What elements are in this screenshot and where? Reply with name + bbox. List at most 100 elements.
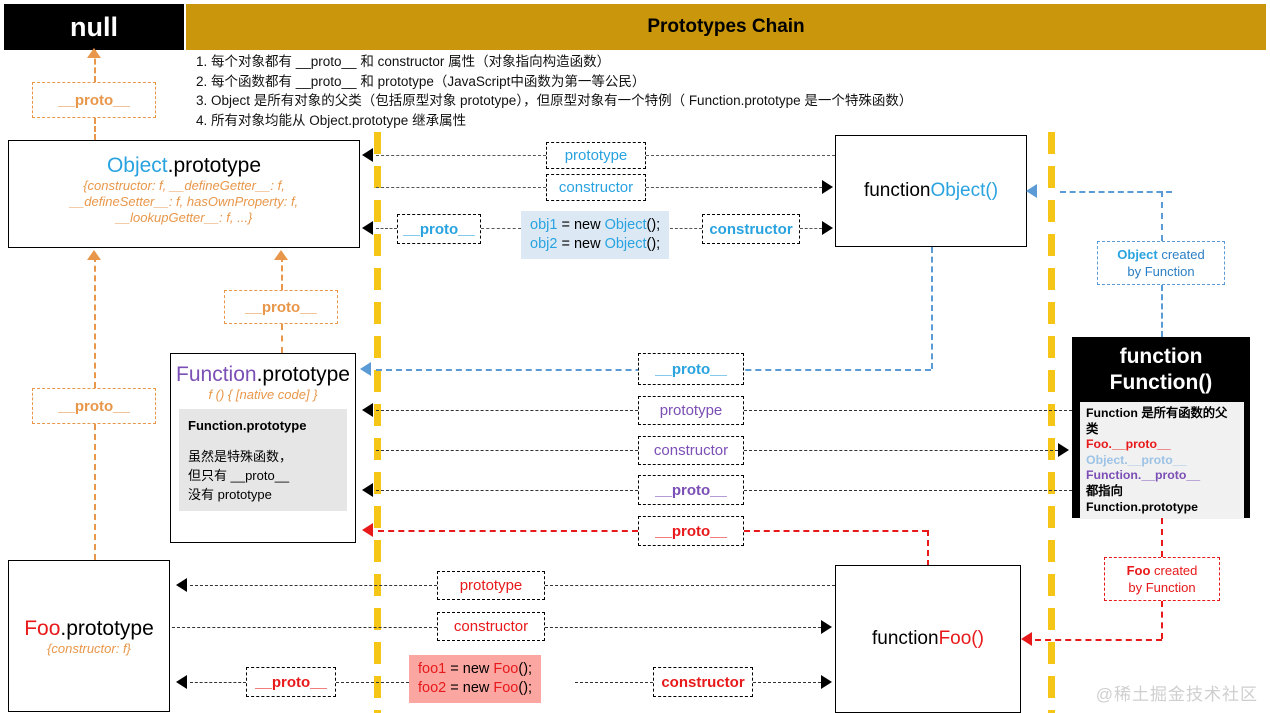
function-foo-prefix: function <box>872 628 939 649</box>
link-foo-prototype-right <box>545 585 835 586</box>
object-instances-code: obj1 = new Object(); obj2 = new Object()… <box>521 211 670 259</box>
label-function-prototype-text: prototype <box>659 402 723 419</box>
link-object-constructor-left <box>376 187 546 188</box>
object-prototype-title: Object.prototype <box>9 153 359 178</box>
label-foo-proto-text: __proto__ <box>255 673 327 691</box>
ff-line3: Object.__proto__ <box>1086 452 1187 467</box>
watermark: @稀土掘金技术社区 <box>1095 685 1258 704</box>
label-foo-instance-constructor-text: constructor <box>661 673 745 691</box>
proto-label-fooproto[interactable]: __proto__ <box>32 388 156 424</box>
function-function-body: Function 是所有函数的父类 Foo.__proto__ Object._… <box>1080 402 1244 520</box>
link-object-proto-b <box>481 228 521 229</box>
label-object-proto[interactable]: __proto__ <box>397 214 481 244</box>
proto-label-null-text: __proto__ <box>58 91 130 109</box>
arrow-function-constructor-right <box>1058 443 1069 457</box>
function-prototype-title: Function.prototype <box>171 354 355 387</box>
foo-instances-code: foo1 = new Foo(); foo2 = new Foo(); <box>409 655 542 703</box>
label-function-proto-blue[interactable]: __proto__ <box>638 353 744 385</box>
label-function-constructor-text: constructor <box>653 442 729 459</box>
link-function-constructor-right <box>744 450 1058 451</box>
label-object-constructor[interactable]: constructor <box>546 174 646 201</box>
link-object-prototype-left <box>376 155 546 156</box>
label-function-prototype[interactable]: prototype <box>638 396 744 425</box>
object-prototype-rest: .prototype <box>167 154 262 177</box>
link-object-created-v2 <box>1161 285 1163 337</box>
link-object-prototype-right <box>646 155 835 156</box>
object-prototype-detail-1: {constructor: f, __defineGetter__: f, <box>83 178 285 193</box>
function-object-box: function Object() <box>835 135 1027 247</box>
function-foo-accent: Foo() <box>938 628 984 649</box>
arrow-foo-instance-ctor <box>821 675 832 689</box>
arrow-function-prototype-blue <box>360 362 371 376</box>
foo-prototype-accent: Foo <box>24 616 61 640</box>
diagram-title-bar: Prototypes Chain <box>186 4 1266 50</box>
object-prototype-accent: Object <box>106 154 168 177</box>
link-object-proto-func-v <box>931 247 933 369</box>
label-foo-prototype-text: prototype <box>459 577 523 594</box>
proto-label-null[interactable]: __proto__ <box>32 82 156 118</box>
function-object-prefix: function <box>863 180 931 201</box>
function-prototype-note-line3: 没有 prototype <box>188 487 272 502</box>
link-foo-constructor-right <box>545 627 821 628</box>
link-object-proto-a <box>376 228 397 229</box>
note-foo-created-line1: Foo created <box>1126 563 1198 578</box>
function-function-title-1: function <box>1119 345 1203 368</box>
link-foo-created-v-top <box>1161 518 1163 557</box>
label-object-prototype[interactable]: prototype <box>546 142 646 169</box>
foo-instance-line-2: foo2 = new Foo(); <box>418 680 533 696</box>
function-object-accent: Object() <box>930 180 999 201</box>
foo-prototype-title: Foo.prototype <box>24 616 154 641</box>
foo-instance-line-1: foo1 = new Foo(); <box>418 661 533 677</box>
label-function-proto-purple-text: __proto__ <box>655 481 727 499</box>
link-object-created-h <box>1060 191 1172 193</box>
note-object-created-line2: by Function <box>1127 264 1195 279</box>
foo-prototype-detail: {constructor: f} <box>47 640 131 656</box>
function-prototype-accent: Function <box>176 363 257 386</box>
ff-line4: Function.__proto__ <box>1086 468 1201 483</box>
proto-label-funcproto[interactable]: __proto__ <box>224 290 338 324</box>
arrow-object-instance-ctor <box>822 221 833 235</box>
label-function-proto-red[interactable]: __proto__ <box>638 516 744 546</box>
link-foo-created-h <box>1035 639 1162 641</box>
arrow-function-proto-red-left <box>362 523 373 537</box>
orange-chain-seg-2 <box>94 118 96 140</box>
link-function-proto-purple-right <box>744 490 1072 491</box>
note-foo-created: Foo created by Function <box>1104 557 1220 601</box>
link-foo-created-v-bottom <box>1161 601 1163 639</box>
arrow-object-prototype-left <box>362 148 373 162</box>
link-function-proto-red-left <box>378 530 638 532</box>
label-foo-proto[interactable]: __proto__ <box>246 667 336 697</box>
label-function-proto-purple[interactable]: __proto__ <box>638 475 744 505</box>
label-object-instance-constructor[interactable]: constructor <box>702 214 800 244</box>
label-foo-prototype[interactable]: prototype <box>437 571 545 600</box>
notes-list: 1. 每个对象都有 __proto__ 和 constructor 属性（对象指… <box>196 52 1266 130</box>
label-function-proto-red-text: __proto__ <box>655 522 727 540</box>
ff-line6: Function.prototype <box>1086 499 1199 514</box>
link-foo-proto-a <box>190 682 246 683</box>
ff-line1: Function 是所有函数的父类 <box>1086 406 1228 436</box>
label-foo-instance-constructor[interactable]: constructor <box>653 667 753 697</box>
label-foo-constructor[interactable]: constructor <box>437 612 545 641</box>
label-function-constructor[interactable]: constructor <box>638 436 744 465</box>
function-prototype-rest: .prototype <box>256 363 350 386</box>
link-object-constructor-right <box>646 187 822 188</box>
label-function-proto-blue-text: __proto__ <box>655 360 727 378</box>
link-foo-proto-b <box>336 682 409 683</box>
link-function-proto-red-right <box>744 530 928 532</box>
label-object-instance-constructor-text: constructor <box>709 220 793 238</box>
function-function-box: function Function() Function 是所有函数的父类 Fo… <box>1072 337 1250 520</box>
orange-arrow-null <box>87 48 101 58</box>
proto-label-fooproto-text: __proto__ <box>58 397 130 415</box>
page-title: Prototypes Chain <box>647 16 805 37</box>
function-function-title: function Function() <box>1072 337 1250 396</box>
orange-chain-seg-6 <box>281 324 283 353</box>
link-function-prototype-right <box>744 410 1072 411</box>
object-prototype-box: Object.prototype {constructor: f, __defi… <box>8 140 360 248</box>
orange-chain-seg-4 <box>94 424 96 560</box>
label-object-constructor-text: constructor <box>558 179 634 196</box>
link-function-prototype-left <box>376 410 638 411</box>
function-prototype-detail: f () { [native code] } <box>208 387 318 402</box>
arrow-foo-prototype-left <box>176 578 187 592</box>
link-object-instance-ctor-b <box>800 228 822 229</box>
